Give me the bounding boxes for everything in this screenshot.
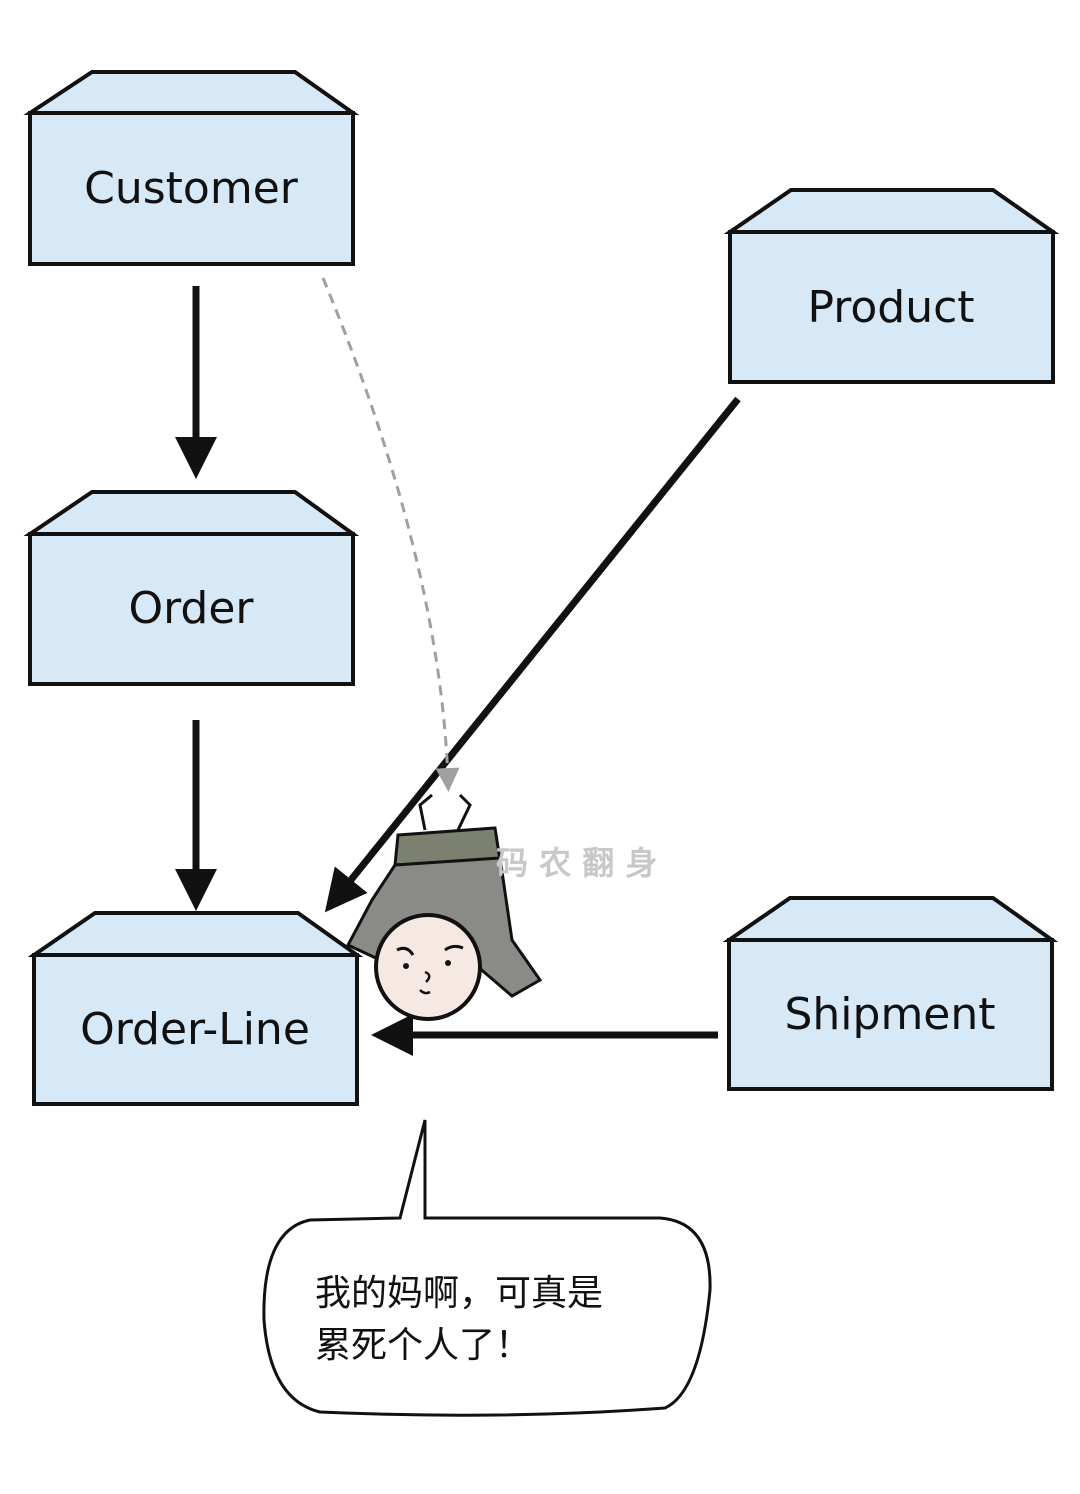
speech-bubble: 我的妈啊，可真是 累死个人了！ bbox=[262, 1119, 712, 1417]
entity-label: Order bbox=[128, 583, 254, 634]
entity-label: Shipment bbox=[784, 989, 995, 1040]
watermark: 码 农 翻 身 bbox=[496, 844, 657, 882]
entity-label: Product bbox=[807, 282, 974, 333]
entity-order-line: Order-Line bbox=[27, 911, 364, 1106]
speech-line-2: 累死个人了！ bbox=[315, 1325, 531, 1366]
speech-line-1: 我的妈啊，可真是 bbox=[315, 1273, 603, 1314]
entity-customer: Customer bbox=[23, 70, 360, 266]
entity-product: Product bbox=[723, 188, 1060, 384]
upside-down-character-illustration: 码 农 翻 身 bbox=[345, 793, 657, 1021]
entity-label: Order-Line bbox=[80, 1004, 310, 1055]
entity-label: Customer bbox=[84, 163, 299, 214]
arrow-dashed-customer-to-order-line bbox=[321, 277, 460, 792]
entity-order: Order bbox=[23, 490, 360, 686]
entity-shipment: Shipment bbox=[722, 896, 1059, 1091]
arrow-product-to-order-line bbox=[324, 396, 741, 913]
